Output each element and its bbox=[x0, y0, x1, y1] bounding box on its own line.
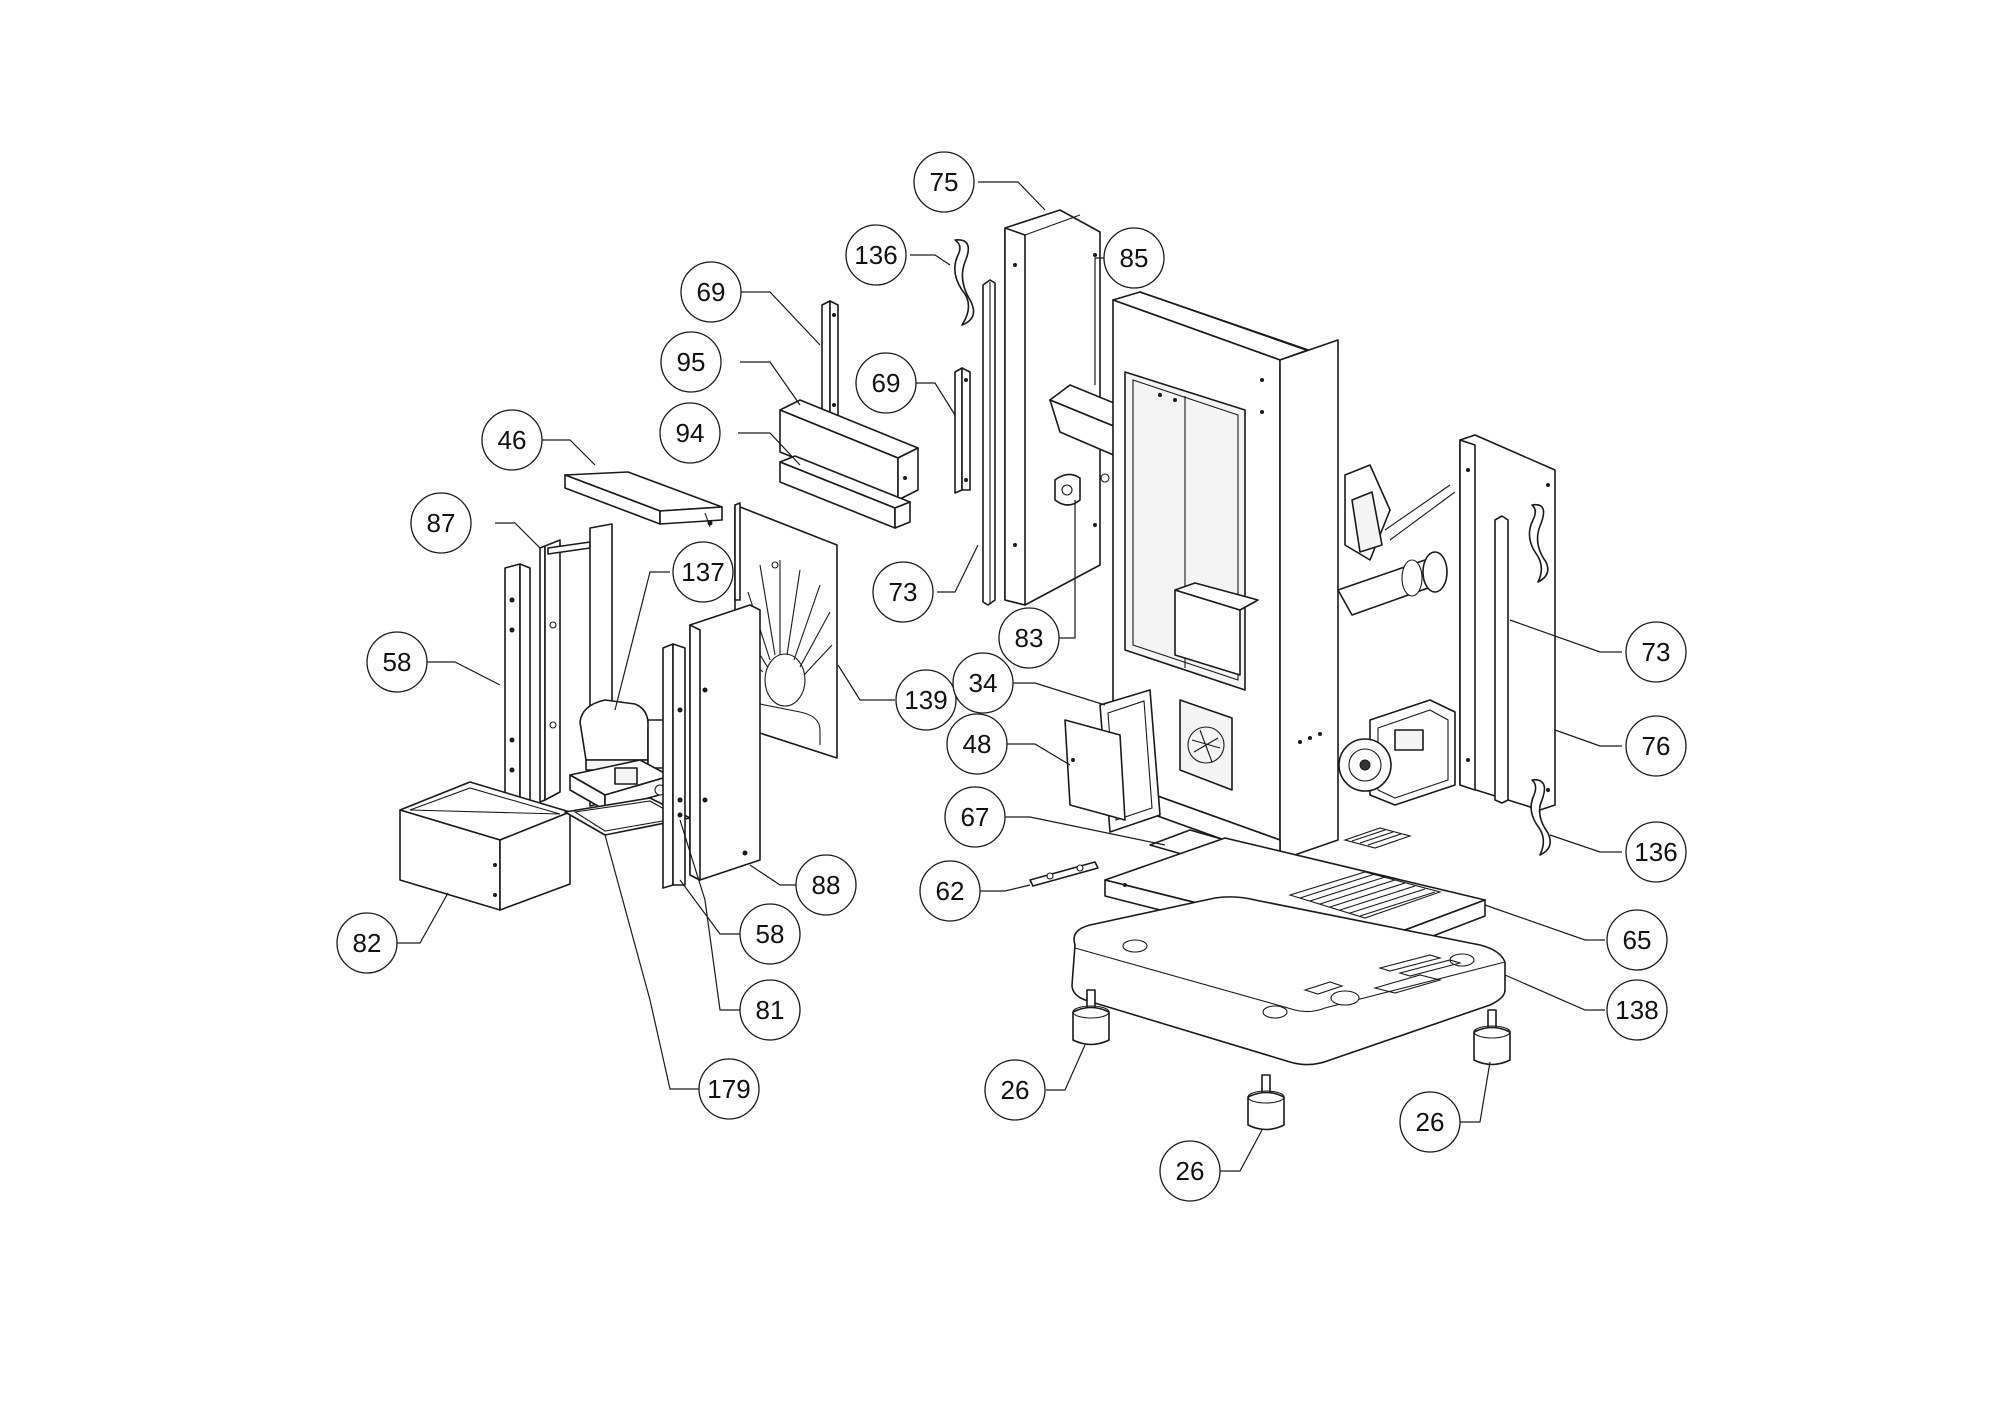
callout-179: 179 bbox=[698, 1058, 760, 1120]
callout-label-34: 34 bbox=[969, 668, 998, 698]
callout-85: 85 bbox=[1103, 227, 1165, 289]
callout-label-85: 85 bbox=[1120, 243, 1149, 273]
callout-58-left: 58 bbox=[366, 631, 428, 693]
callout-label-62: 62 bbox=[936, 876, 965, 906]
part-vertical-rail-left bbox=[504, 563, 531, 813]
callout-label-26-left: 26 bbox=[1001, 1075, 1030, 1105]
callout-139: 139 bbox=[895, 669, 957, 731]
callout-label-58-front: 58 bbox=[756, 919, 785, 949]
callout-46: 46 bbox=[481, 409, 543, 471]
callout-label-88: 88 bbox=[812, 870, 841, 900]
callout-48: 48 bbox=[946, 713, 1008, 775]
callout-67: 67 bbox=[944, 786, 1006, 848]
callout-83: 83 bbox=[998, 607, 1060, 669]
callout-62: 62 bbox=[919, 860, 981, 922]
part-latch-knob bbox=[1054, 473, 1110, 506]
callout-82: 82 bbox=[336, 912, 398, 974]
callout-label-94: 94 bbox=[676, 418, 705, 448]
callout-136-bottom: 136 bbox=[1625, 821, 1687, 883]
part-foot-right bbox=[1473, 1009, 1511, 1066]
part-main-stove-body bbox=[1112, 291, 1456, 861]
callout-58-front: 58 bbox=[739, 903, 801, 965]
part-trim-strip-right bbox=[1494, 515, 1509, 804]
callout-138: 138 bbox=[1606, 979, 1668, 1041]
callout-87: 87 bbox=[410, 492, 472, 554]
part-clip-top bbox=[954, 239, 975, 326]
callout-75: 75 bbox=[913, 151, 975, 213]
callout-88: 88 bbox=[795, 854, 857, 916]
callout-label-179: 179 bbox=[707, 1074, 750, 1104]
callout-label-139: 139 bbox=[904, 685, 947, 715]
callout-label-48: 48 bbox=[963, 729, 992, 759]
callout-26-left: 26 bbox=[984, 1059, 1046, 1121]
callout-label-65: 65 bbox=[1623, 925, 1652, 955]
callout-label-95: 95 bbox=[677, 347, 706, 377]
part-hopper-box bbox=[399, 781, 571, 911]
part-vertical-rail-front bbox=[662, 643, 686, 889]
part-trim-strip-left bbox=[982, 279, 996, 606]
leader-lines bbox=[396, 181, 1622, 1172]
callout-label-58-left: 58 bbox=[383, 647, 412, 677]
part-motor-unit bbox=[569, 699, 671, 813]
part-bracket-channel bbox=[779, 399, 919, 501]
part-small-bracket bbox=[1029, 861, 1099, 887]
part-deflector-plate bbox=[779, 455, 911, 529]
callout-label-81: 81 bbox=[756, 995, 785, 1025]
part-bracket-middle bbox=[954, 367, 971, 494]
callout-label-76: 76 bbox=[1642, 731, 1671, 761]
callout-73-left: 73 bbox=[872, 561, 934, 623]
callout-label-67: 67 bbox=[961, 802, 990, 832]
callout-label-26-front: 26 bbox=[1176, 1156, 1205, 1186]
callout-label-46: 46 bbox=[498, 425, 527, 455]
part-clip-right-lower bbox=[1530, 779, 1551, 856]
callout-label-136-top: 136 bbox=[854, 240, 897, 270]
callout-label-73-right: 73 bbox=[1642, 637, 1671, 667]
callout-26-right: 26 bbox=[1399, 1091, 1461, 1153]
callout-81: 81 bbox=[739, 979, 801, 1041]
part-clip-right-upper bbox=[1528, 503, 1549, 583]
callout-76: 76 bbox=[1625, 715, 1687, 777]
callout-label-83: 83 bbox=[1015, 623, 1044, 653]
callout-73-right: 73 bbox=[1625, 621, 1687, 683]
callout-69-middle: 69 bbox=[855, 352, 917, 414]
callout-label-87: 87 bbox=[427, 508, 456, 538]
callout-label-138: 138 bbox=[1615, 995, 1658, 1025]
part-front-side-panel bbox=[689, 604, 761, 881]
part-bracket-upper-left bbox=[821, 300, 839, 424]
callout-label-73-left: 73 bbox=[889, 577, 918, 607]
callout-95: 95 bbox=[660, 331, 722, 393]
callout-65: 65 bbox=[1606, 909, 1668, 971]
callout-137: 137 bbox=[672, 541, 734, 603]
part-base-plinth bbox=[1071, 896, 1506, 1066]
callout-label-26-right: 26 bbox=[1416, 1107, 1445, 1137]
part-inspection-cover bbox=[1064, 719, 1126, 821]
part-foot-left bbox=[1072, 989, 1110, 1046]
callout-69-upper: 69 bbox=[680, 261, 742, 323]
callout-94: 94 bbox=[659, 402, 721, 464]
callout-136-top: 136 bbox=[845, 224, 907, 286]
callout-label-136-bottom: 136 bbox=[1634, 837, 1677, 867]
callout-label-137: 137 bbox=[681, 557, 724, 587]
callout-34: 34 bbox=[952, 652, 1014, 714]
part-top-cover-plate bbox=[564, 471, 723, 528]
callout-label-69-upper: 69 bbox=[697, 277, 726, 307]
callout-26-front: 26 bbox=[1159, 1140, 1221, 1202]
callout-label-82: 82 bbox=[353, 928, 382, 958]
part-foot-front bbox=[1247, 1074, 1285, 1131]
callout-label-75: 75 bbox=[930, 167, 959, 197]
callout-label-69-middle: 69 bbox=[872, 368, 901, 398]
